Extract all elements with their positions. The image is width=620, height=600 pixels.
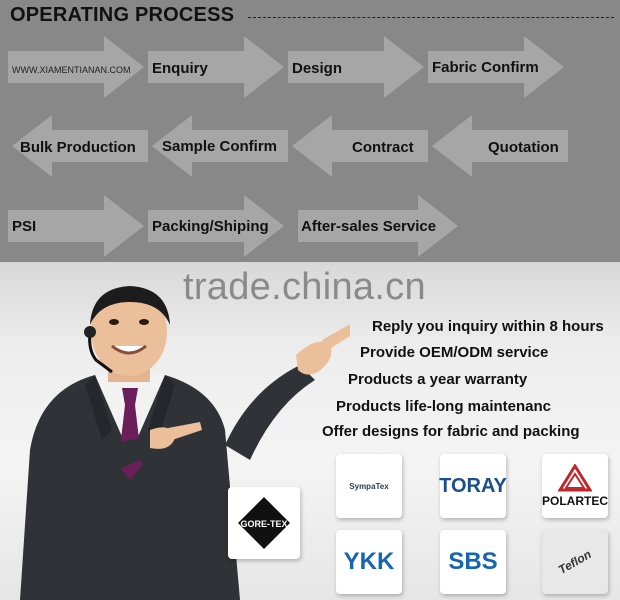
step-contract: Contract bbox=[352, 139, 414, 156]
benefit-reply: Reply you inquiry within 8 hours bbox=[372, 318, 604, 335]
sympatex-logo: SympaTex bbox=[336, 454, 402, 518]
arrow-right-7 bbox=[298, 195, 458, 257]
arrow-right-5 bbox=[8, 195, 144, 257]
ykk-label: YKK bbox=[343, 548, 395, 575]
arrow-left-3 bbox=[292, 115, 428, 177]
svg-text:GORE-TEX: GORE-TEX bbox=[240, 519, 287, 529]
benefit-oem: Provide OEM/ODM service bbox=[360, 344, 549, 361]
teflon-label: Teflon bbox=[556, 547, 594, 577]
arrow-right-3 bbox=[288, 36, 424, 98]
ykk-logo: YKK bbox=[336, 530, 402, 594]
step-packing: Packing/Shiping bbox=[152, 218, 269, 235]
website-label: WWW.XIAMENTIANAN.COM bbox=[12, 65, 131, 75]
sympatex-label: SympaTex bbox=[349, 481, 389, 491]
arrow-left-2 bbox=[152, 115, 288, 177]
step-design: Design bbox=[292, 60, 343, 77]
step-bulk-production: Bulk Production bbox=[20, 139, 136, 156]
benefit-warranty: Products a year warranty bbox=[348, 371, 528, 388]
toray-label: TORAY bbox=[439, 474, 507, 497]
polartec-logo: POLARTEC bbox=[542, 454, 608, 518]
sbs-logo: SBS bbox=[440, 530, 506, 594]
polartec-label: POLARTEC bbox=[542, 494, 608, 508]
arrow-left-4 bbox=[432, 115, 568, 177]
operating-process-section: OPERATING PROCESS WWW.XIAMENTIANAN.COM E… bbox=[0, 0, 620, 262]
arrow-right-2 bbox=[148, 36, 284, 98]
arrow-right-1 bbox=[8, 36, 144, 98]
toray-logo: TORAY bbox=[439, 454, 507, 518]
step-psi: PSI bbox=[12, 218, 37, 235]
polartec-triangle-icon bbox=[558, 464, 592, 492]
arrow-right-4 bbox=[428, 36, 564, 98]
teflon-logo: Teflon bbox=[542, 530, 608, 594]
watermark-text: trade.china.cn bbox=[183, 266, 426, 308]
arrow-right-6 bbox=[148, 195, 284, 257]
step-after-sales: After-sales Service bbox=[301, 218, 437, 235]
step-fabric-confirm: Fabric Confirm bbox=[432, 59, 539, 76]
step-sample-confirm: Sample Confirm bbox=[162, 138, 278, 155]
sbs-label: SBS bbox=[448, 548, 498, 575]
businessman-illustration bbox=[20, 286, 350, 600]
benefit-designs: Offer designs for fabric and packing bbox=[322, 423, 580, 440]
section-title: OPERATING PROCESS bbox=[10, 4, 235, 26]
title-divider bbox=[248, 17, 614, 18]
benefit-maintenance: Products life-long maintenanc bbox=[336, 398, 552, 415]
step-enquiry: Enquiry bbox=[152, 60, 208, 77]
goretex-logo: GORE-TEX bbox=[228, 487, 300, 559]
step-quotation: Quotation bbox=[488, 139, 559, 156]
arrow-left-1 bbox=[12, 115, 148, 177]
goretex-diamond-icon: GORE-TEX bbox=[238, 497, 290, 549]
